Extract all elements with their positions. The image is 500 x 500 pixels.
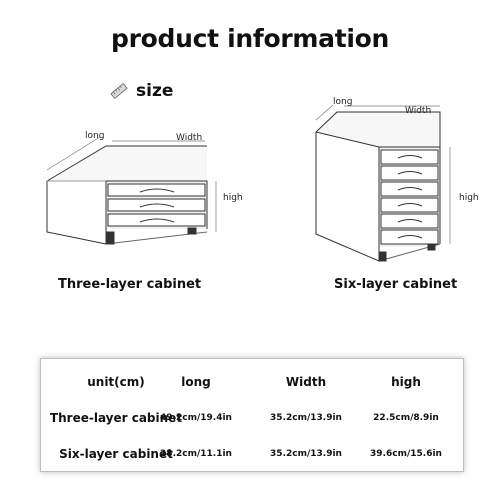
table-cell-width: 35.2cm/13.9in <box>270 413 342 423</box>
size-label: size <box>136 81 174 101</box>
table-cell-high: 39.6cm/15.6in <box>370 449 442 459</box>
table-header-width: Width <box>285 375 327 389</box>
size-table: unit(cm) long Width high Three-layer cab… <box>40 358 464 472</box>
table-cell-long: 28.2cm/11.1in <box>160 449 232 459</box>
three-layer-caption: Three-layer cabinet <box>58 277 202 292</box>
six-layer-cabinet-drawing <box>315 104 451 262</box>
ruler-icon <box>110 82 128 100</box>
six-long-label: long <box>333 97 352 107</box>
product-drawings: long Width high long Width high <box>46 97 479 262</box>
three-long-label: long <box>85 131 104 141</box>
table-cell-high: 22.5cm/8.9in <box>373 413 439 423</box>
three-high-label: high <box>223 193 243 203</box>
page-title: product information <box>110 24 390 53</box>
table-header-high: high <box>391 375 421 389</box>
six-layer-caption: Six-layer cabinet <box>334 277 458 292</box>
six-width-label: Width <box>405 106 431 116</box>
size-section: size <box>110 81 173 101</box>
six-high-label: high <box>459 193 479 203</box>
table-header-long: long <box>181 375 211 389</box>
three-width-label: Width <box>176 133 202 143</box>
table-cell-long: 49.2cm/19.4in <box>160 413 232 423</box>
three-layer-cabinet-drawing <box>46 136 217 245</box>
table-row-label: Six-layer cabinet <box>59 447 173 461</box>
table-header-unit: unit(cm) <box>87 375 145 389</box>
table-row-label: Three-layer cabinet <box>49 411 183 425</box>
table-cell-width: 35.2cm/13.9in <box>270 449 342 459</box>
